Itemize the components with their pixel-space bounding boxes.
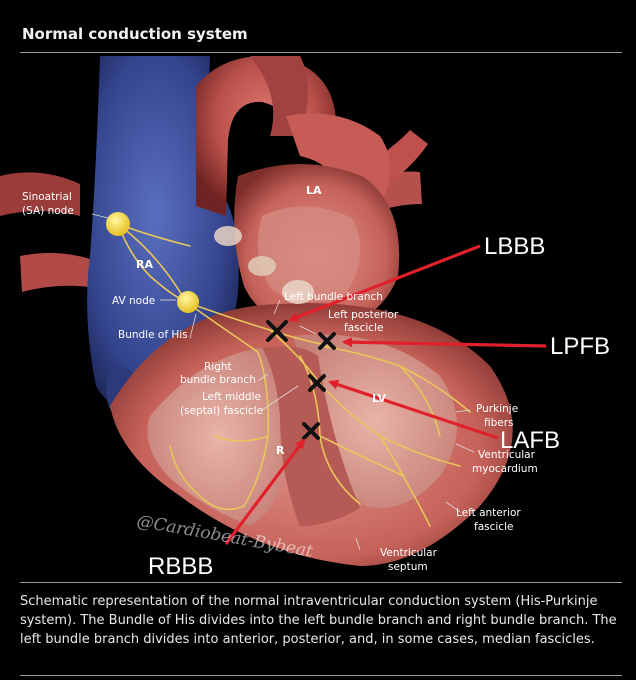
heart-diagram: Sinoatrial (SA) node LA RA AV node Bundl… <box>0 56 636 580</box>
lpfb-arrow <box>342 337 547 348</box>
ventricles <box>110 303 513 566</box>
lafb-arrow <box>328 379 499 440</box>
caption-area: Schematic representation of the normal i… <box>0 582 636 680</box>
label-ra: RA <box>136 258 153 271</box>
av-node-dot <box>177 291 199 313</box>
rbbb-block-marker <box>302 422 320 440</box>
label-la: LA <box>306 184 322 197</box>
left-atrium <box>234 164 400 332</box>
heart-illustration: Sinoatrial (SA) node LA RA AV node Bundl… <box>0 56 610 580</box>
label-left-middle-1: Left middle <box>202 391 261 403</box>
header: Normal conduction system <box>0 0 636 54</box>
title-divider <box>20 52 622 53</box>
lbbb-arrow <box>288 244 481 322</box>
label-lv: LV <box>372 392 386 405</box>
block-annotations: LBBB LPFB LAFB RBBB <box>148 233 610 580</box>
sa-node-dot <box>106 212 130 236</box>
annotation-arrows <box>224 244 547 545</box>
annotation-lbbb: LBBB <box>484 233 545 260</box>
rbbb-arrow <box>224 438 306 545</box>
block-markers <box>266 320 336 440</box>
label-left-posterior-2: fascicle <box>344 322 383 334</box>
label-ventricular-myo-1: Ventricular <box>478 449 536 461</box>
label-right-bundle-1: Right <box>204 361 232 373</box>
label-ventricular-myo-2: myocardium <box>472 463 538 475</box>
label-right-bundle-2: bundle branch <box>180 374 256 386</box>
label-leaders <box>91 213 475 551</box>
label-left-bundle-branch: Left bundle branch <box>284 291 383 303</box>
annotation-rbbb: RBBB <box>148 553 213 580</box>
caption-bottom-divider <box>20 675 622 676</box>
anatomy-labels: Sinoatrial (SA) node LA RA AV node Bundl… <box>22 184 538 573</box>
annotation-lafb: LAFB <box>500 427 560 454</box>
page-title: Normal conduction system <box>22 25 248 43</box>
label-left-anterior-2: fascicle <box>474 521 513 533</box>
valve-structures <box>214 226 314 304</box>
caption-top-divider <box>20 582 622 583</box>
label-av-node: AV node <box>112 295 155 307</box>
annotation-lpfb: LPFB <box>550 333 610 360</box>
lbbb-block-marker <box>266 320 288 342</box>
label-purkinje-2: fibers <box>484 417 514 429</box>
label-purkinje-1: Purkinje <box>476 403 518 415</box>
lafb-block-marker <box>308 374 326 392</box>
label-sa-node-2: (SA) node <box>22 205 74 217</box>
label-bundle-of-his: Bundle of His <box>118 329 188 341</box>
label-left-anterior-1: Left anterior <box>456 507 521 519</box>
label-r: R <box>276 444 285 457</box>
label-sa-node-1: Sinoatrial <box>22 191 72 203</box>
label-left-posterior-1: Left posterior <box>328 309 399 321</box>
figure-caption: Schematic representation of the normal i… <box>20 594 617 647</box>
label-ventricular-septum-2: septum <box>388 561 428 573</box>
label-left-middle-2: (septal) fascicle <box>180 405 263 417</box>
lpfb-block-marker <box>318 332 336 350</box>
label-ventricular-septum-1: Ventricular <box>380 547 438 559</box>
